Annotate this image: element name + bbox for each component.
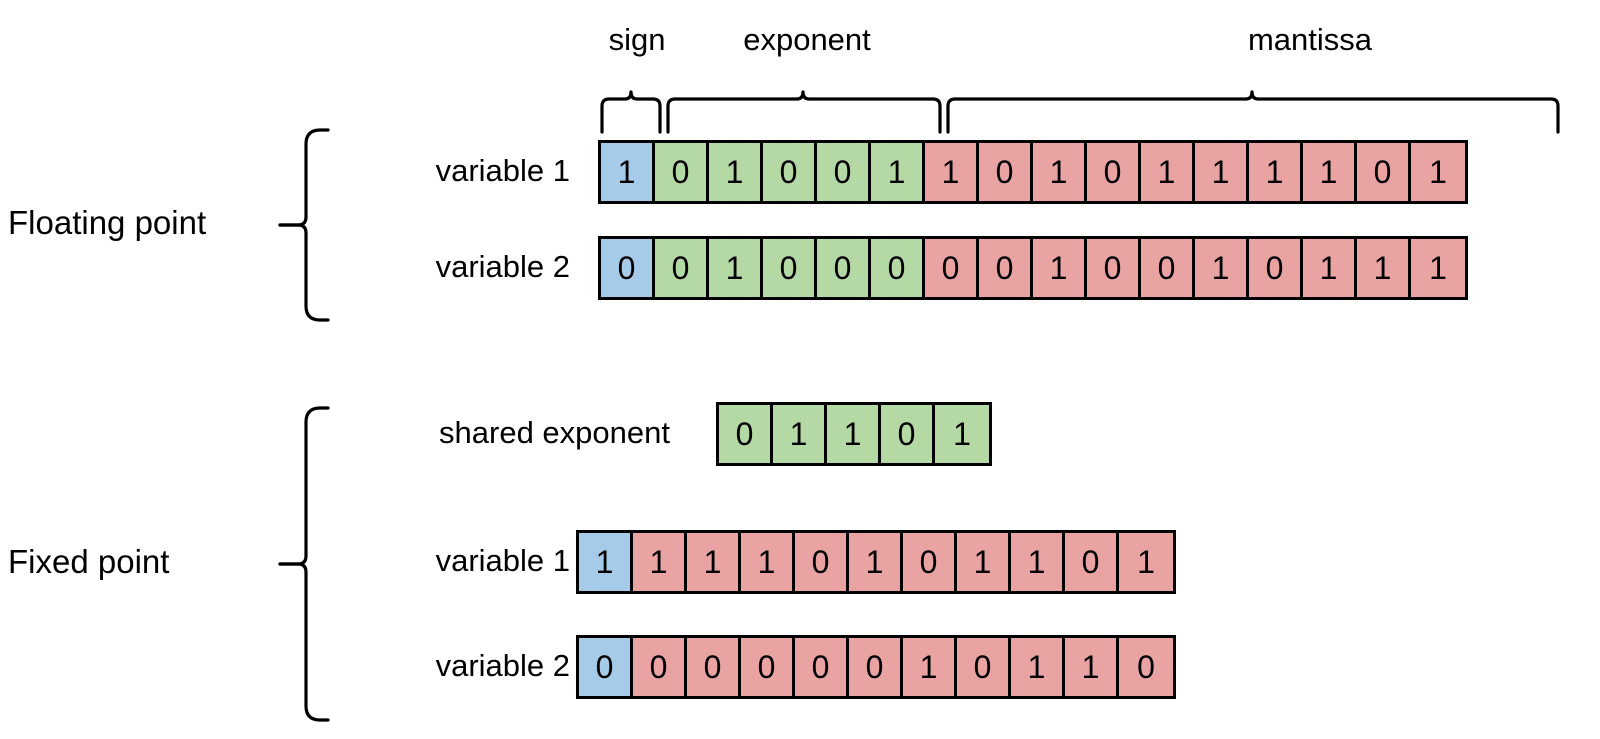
row-label-fixed-variable-2: variable 2 — [435, 648, 570, 683]
bit-mantissa: 0 — [979, 239, 1033, 297]
bit-sign: 1 — [579, 533, 633, 591]
bit-mantissa: 1 — [741, 533, 795, 591]
bit-mantissa: 1 — [633, 533, 687, 591]
bit-mantissa: 1 — [903, 638, 957, 696]
bit-mantissa: 0 — [903, 533, 957, 591]
bit-mantissa: 1 — [849, 533, 903, 591]
bit-mantissa: 0 — [795, 533, 849, 591]
bit-exponent: 0 — [817, 143, 871, 201]
bit-sign: 0 — [579, 638, 633, 696]
bit-exponent: 0 — [881, 405, 935, 463]
bit-mantissa: 0 — [687, 638, 741, 696]
bit-mantissa: 1 — [1411, 239, 1465, 297]
row-label-float-variable-1: variable 1 — [435, 153, 570, 188]
bit-exponent: 0 — [763, 143, 817, 201]
bit-mantissa: 0 — [1087, 239, 1141, 297]
bitrow-shared-exponent: 0 1 1 0 1 — [716, 402, 992, 466]
bit-exponent: 0 — [719, 405, 773, 463]
brace-mantissa — [946, 90, 1560, 134]
bit-mantissa: 1 — [1011, 533, 1065, 591]
group-brace-fixed-point — [278, 406, 330, 722]
bit-mantissa: 1 — [1249, 143, 1303, 201]
bit-mantissa: 1 — [1141, 143, 1195, 201]
bit-exponent: 0 — [763, 239, 817, 297]
bit-exponent: 1 — [935, 405, 989, 463]
field-label-mantissa: mantissa — [1247, 22, 1373, 57]
bit-exponent: 0 — [655, 143, 709, 201]
field-label-sign: sign — [608, 22, 666, 57]
bit-mantissa: 1 — [1357, 239, 1411, 297]
bit-mantissa: 1 — [1195, 143, 1249, 201]
bit-mantissa: 1 — [1065, 638, 1119, 696]
group-label-fixed-point: Fixed point — [8, 543, 170, 580]
brace-sign — [600, 90, 662, 134]
group-brace-floating-point — [278, 128, 330, 322]
bit-mantissa: 0 — [957, 638, 1011, 696]
bit-exponent: 1 — [827, 405, 881, 463]
bit-mantissa: 0 — [1249, 239, 1303, 297]
bit-exponent: 1 — [709, 239, 763, 297]
bitrow-float-variable-2: 0 0 1 0 0 0 0 0 1 0 0 1 0 1 1 1 — [598, 236, 1468, 300]
bit-mantissa: 1 — [1033, 239, 1087, 297]
bit-mantissa: 0 — [925, 239, 979, 297]
bit-mantissa: 0 — [1065, 533, 1119, 591]
bit-sign: 0 — [601, 239, 655, 297]
bit-mantissa: 1 — [1303, 143, 1357, 201]
row-label-shared-exponent: shared exponent — [439, 415, 670, 450]
group-label-floating-point: Floating point — [8, 204, 207, 241]
bit-sign: 1 — [601, 143, 655, 201]
bit-mantissa: 0 — [849, 638, 903, 696]
bit-mantissa: 0 — [741, 638, 795, 696]
bit-mantissa: 0 — [633, 638, 687, 696]
bit-mantissa: 0 — [1141, 239, 1195, 297]
bit-exponent: 0 — [655, 239, 709, 297]
bit-mantissa: 1 — [1119, 533, 1173, 591]
bitrow-fixed-variable-1: 1 1 1 1 0 1 0 1 1 0 1 — [576, 530, 1176, 594]
bit-exponent: 1 — [709, 143, 763, 201]
bit-mantissa: 0 — [1357, 143, 1411, 201]
field-label-exponent: exponent — [743, 22, 871, 57]
brace-exponent — [666, 90, 942, 134]
bit-exponent: 1 — [871, 143, 925, 201]
row-label-fixed-variable-1: variable 1 — [435, 543, 570, 578]
bit-mantissa: 1 — [957, 533, 1011, 591]
bit-mantissa: 0 — [979, 143, 1033, 201]
bit-mantissa: 1 — [1411, 143, 1465, 201]
bit-mantissa: 1 — [687, 533, 741, 591]
bit-mantissa: 1 — [1303, 239, 1357, 297]
bit-mantissa: 0 — [795, 638, 849, 696]
bit-mantissa: 1 — [1195, 239, 1249, 297]
bit-exponent: 1 — [773, 405, 827, 463]
bit-mantissa: 1 — [1033, 143, 1087, 201]
bit-mantissa: 1 — [925, 143, 979, 201]
bit-mantissa: 0 — [1119, 638, 1173, 696]
row-label-float-variable-2: variable 2 — [435, 249, 570, 284]
bit-exponent: 0 — [871, 239, 925, 297]
bitrow-fixed-variable-2: 0 0 0 0 0 0 1 0 1 1 0 — [576, 635, 1176, 699]
bitrow-float-variable-1: 1 0 1 0 0 1 1 0 1 0 1 1 1 1 0 1 — [598, 140, 1468, 204]
bit-exponent: 0 — [817, 239, 871, 297]
bit-mantissa: 1 — [1011, 638, 1065, 696]
bit-mantissa: 0 — [1087, 143, 1141, 201]
